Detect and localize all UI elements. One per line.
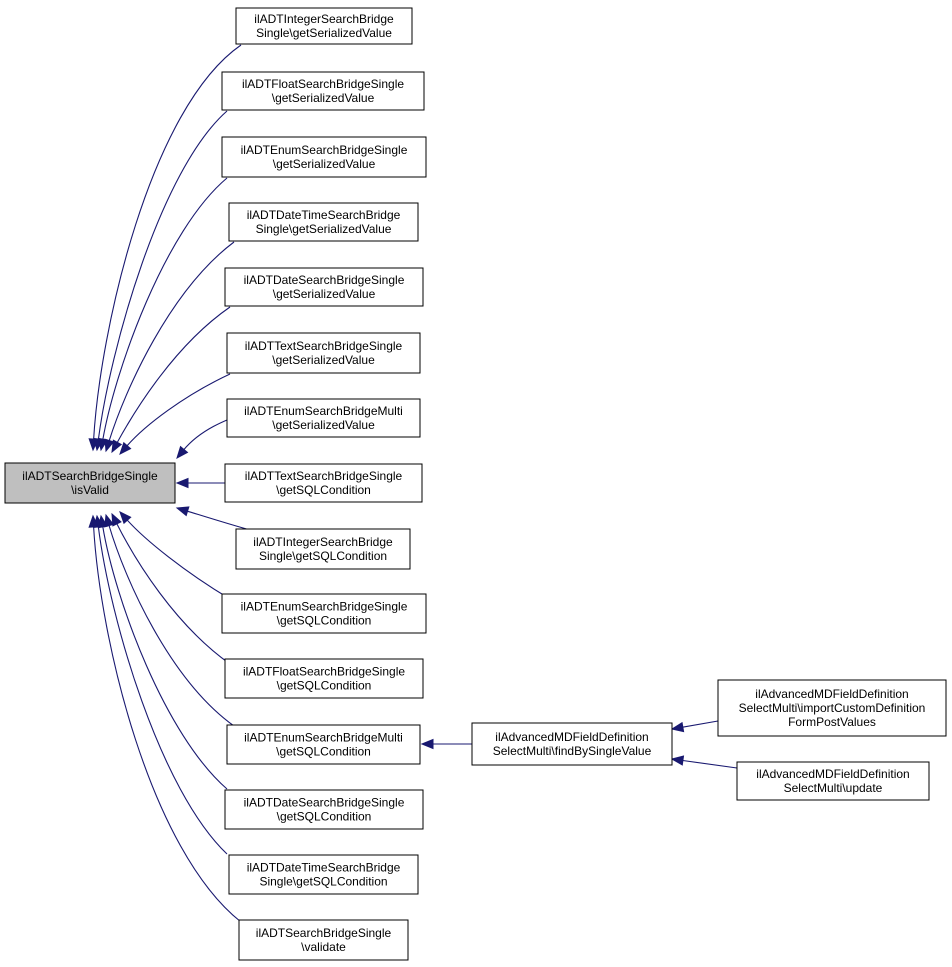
node-box: [235, 528, 411, 570]
edge-n17-to-n16: [670, 720, 719, 733]
node-label-line: \getSerializedValue: [272, 91, 375, 105]
edge-n11-to-root: [111, 512, 231, 665]
node-box: [226, 398, 421, 438]
caller-node-n11[interactable]: ilADTFloatSearchBridgeSingle\getSQLCondi…: [224, 658, 424, 699]
node-label-line: SelectMulti\update: [784, 781, 883, 795]
edge-n9-to-root: [175, 506, 251, 531]
caller-node-n13[interactable]: ilADTDateSearchBridgeSingle\getSQLCondit…: [224, 789, 424, 830]
node-label-line: ilAdvancedMDFieldDefinition: [756, 767, 909, 781]
caller-node-n14[interactable]: ilADTDateTimeSearchBridgeSingle\getSQLCo…: [228, 854, 419, 895]
node-box: [226, 724, 421, 765]
node-box: [228, 202, 419, 242]
caller-node-n8[interactable]: ilADTTextSearchBridgeSingle\getSQLCondit…: [224, 463, 423, 503]
caller-node-n12[interactable]: ilADTEnumSearchBridgeMulti\getSQLConditi…: [226, 724, 421, 765]
node-box: [224, 267, 424, 307]
node-label-line: \isValid: [71, 483, 109, 497]
node-label-line: Single\getSQLCondition: [259, 549, 387, 563]
node-box: [471, 722, 673, 766]
node-label-line: ilADTFloatSearchBridgeSingle: [243, 665, 405, 679]
node-box: [221, 593, 427, 634]
edge-n10-to-root: [119, 511, 231, 600]
node-label-line: \getSQLCondition: [276, 483, 371, 497]
edge-n8-to-root: [175, 477, 226, 489]
node-label-line: SelectMulti\findBySingleValue: [493, 744, 652, 758]
caller-node-n10[interactable]: ilADTEnumSearchBridgeSingle\getSQLCondit…: [221, 593, 427, 634]
edge-n5-to-root: [111, 306, 231, 454]
node-label-line: ilADTIntegerSearchBridge: [254, 12, 394, 26]
node-box: [226, 332, 421, 374]
edge-n6-to-root: [119, 373, 231, 456]
edge-n18-to-n16: [670, 755, 738, 769]
caller-node-n16[interactable]: ilAdvancedMDFieldDefinitionSelectMulti\f…: [471, 722, 673, 766]
node-label-line: Single\getSerializedValue: [256, 26, 392, 40]
node-box: [221, 71, 425, 111]
node-label-line: ilADTIntegerSearchBridge: [253, 535, 393, 549]
node-box: [221, 136, 427, 178]
edge-n2-to-root: [93, 110, 228, 452]
node-label-line: ilADTEnumSearchBridgeSingle: [241, 600, 408, 614]
edge-n15-to-root: [88, 514, 242, 923]
node-box: [736, 761, 930, 801]
node-label-line: SelectMulti\importCustomDefinition: [739, 701, 926, 715]
caller-node-n18[interactable]: ilAdvancedMDFieldDefinitionSelectMulti\u…: [736, 761, 930, 801]
node-label-line: ilADTTextSearchBridgeSingle: [245, 469, 403, 483]
node-label-line: \validate: [301, 940, 346, 954]
caller-node-n5[interactable]: ilADTDateSearchBridgeSingle\getSerialize…: [224, 267, 424, 307]
edge-n14-to-root: [93, 514, 228, 855]
node-label-line: FormPostValues: [788, 715, 876, 729]
node-box: [228, 854, 419, 895]
caller-node-n7[interactable]: ilADTEnumSearchBridgeMulti\getSerialized…: [226, 398, 421, 438]
node-box: [717, 679, 947, 737]
node-label-line: ilAdvancedMDFieldDefinition: [755, 687, 908, 701]
edge-n4-to-root: [104, 241, 235, 453]
node-label-line: \getSerializedValue: [272, 353, 375, 367]
node-label-line: ilADTDateSearchBridgeSingle: [244, 796, 405, 810]
node-label-line: ilADTSearchBridgeSingle: [256, 926, 392, 940]
node-label-line: ilADTEnumSearchBridgeMulti: [244, 404, 403, 418]
node-label-line: \getSQLCondition: [277, 810, 372, 824]
node-label-line: \getSQLCondition: [277, 614, 372, 628]
node-layer: ilADTSearchBridgeSingle\isValidilADTInte…: [4, 7, 947, 961]
node-label-line: \getSQLCondition: [277, 679, 372, 693]
caller-node-n15[interactable]: ilADTSearchBridgeSingle\validate: [238, 919, 409, 961]
node-box: [235, 7, 413, 45]
caller-node-n3[interactable]: ilADTEnumSearchBridgeSingle\getSerialize…: [221, 136, 427, 178]
edge-n13-to-root: [97, 514, 228, 790]
node-label-line: ilADTFloatSearchBridgeSingle: [242, 77, 404, 91]
node-label-line: \getSerializedValue: [273, 287, 376, 301]
node-label-line: ilADTSearchBridgeSingle: [22, 469, 158, 483]
node-box: [224, 463, 423, 503]
caller-node-n6[interactable]: ilADTTextSearchBridgeSingle\getSerialize…: [226, 332, 421, 374]
node-label-line: Single\getSQLCondition: [259, 875, 387, 889]
edge-n12-to-root: [104, 513, 235, 727]
node-label-line: ilADTEnumSearchBridgeMulti: [244, 731, 403, 745]
edge-n3-to-root: [97, 177, 228, 452]
node-box: [224, 789, 424, 830]
node-label-line: ilADTTextSearchBridgeSingle: [245, 339, 403, 353]
node-label-line: \getSerializedValue: [272, 418, 375, 432]
caller-node-n2[interactable]: ilADTFloatSearchBridgeSingle\getSerializ…: [221, 71, 425, 111]
node-label-line: ilADTDateTimeSearchBridge: [247, 208, 401, 222]
node-label-line: Single\getSerializedValue: [256, 222, 392, 236]
caller-node-n9[interactable]: ilADTIntegerSearchBridgeSingle\getSQLCon…: [235, 528, 411, 570]
node-label-line: ilADTDateTimeSearchBridge: [247, 861, 401, 875]
node-box: [238, 919, 409, 961]
edge-n16-to-n12: [420, 738, 472, 750]
node-label-line: \getSQLCondition: [276, 745, 371, 759]
node-box: [4, 462, 176, 504]
caller-node-n17[interactable]: ilAdvancedMDFieldDefinitionSelectMulti\i…: [717, 679, 947, 737]
edge-n1-to-root: [88, 44, 242, 452]
node-label-line: \getSerializedValue: [273, 157, 376, 171]
node-label-line: ilADTEnumSearchBridgeSingle: [241, 143, 408, 157]
caller-node-n4[interactable]: ilADTDateTimeSearchBridgeSingle\getSeria…: [228, 202, 419, 242]
node-box: [224, 658, 424, 699]
node-label-line: ilAdvancedMDFieldDefinition: [495, 730, 648, 744]
caller-node-n1[interactable]: ilADTIntegerSearchBridgeSingle\getSerial…: [235, 7, 413, 45]
edge-layer: [88, 44, 738, 923]
root-node[interactable]: ilADTSearchBridgeSingle\isValid: [4, 462, 176, 504]
node-label-line: ilADTDateSearchBridgeSingle: [244, 273, 405, 287]
